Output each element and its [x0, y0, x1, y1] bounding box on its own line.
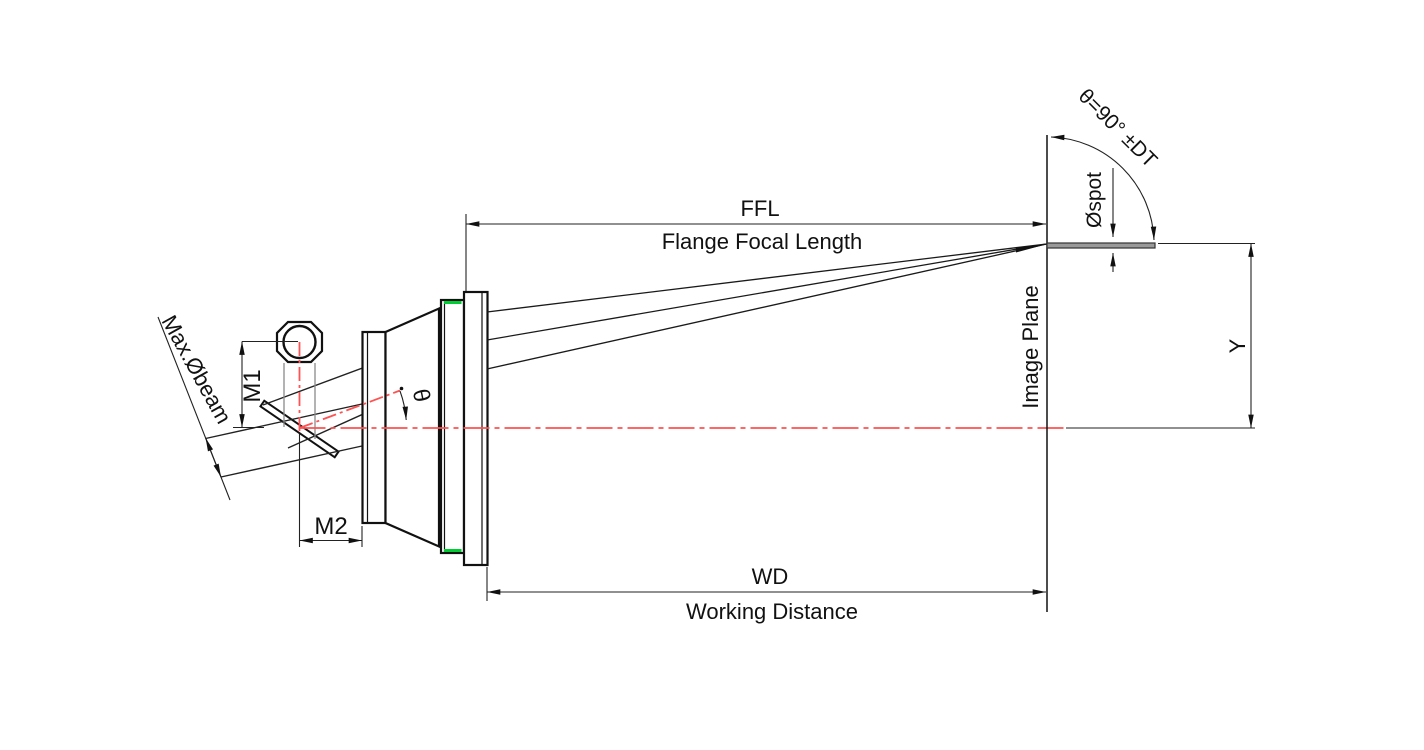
- wd-code-label: WD: [752, 564, 789, 589]
- ffl-name-label: Flange Focal Length: [662, 229, 863, 254]
- dimension-scan-angle: θ=90° ±DT: [1050, 85, 1162, 241]
- deflected-axis-centerline: [299, 389, 401, 429]
- scan-angle-label: θ=90° ±DT: [1074, 85, 1162, 173]
- m1-label: M1: [239, 369, 266, 402]
- dimension-ffl: FFL Flange Focal Length: [465, 196, 1046, 291]
- dimension-m2: M2: [298, 434, 363, 547]
- deflected-axis-endpoint: [399, 386, 404, 391]
- output-ray-bottom: [486, 243, 1047, 370]
- focus-convergence-wedge: [1016, 244, 1047, 253]
- m2-label: M2: [314, 513, 347, 540]
- dimension-theta: θ: [399, 386, 436, 421]
- dimension-spot: Øspot: [1083, 168, 1116, 272]
- image-plane-label: Image Plane: [1018, 285, 1043, 409]
- image-plane-group: Image Plane: [1018, 135, 1156, 612]
- optical-axis: [298, 342, 1064, 431]
- input-beam-edge-lower: [220, 445, 363, 478]
- beam-rays-output: [486, 243, 1047, 370]
- lens-cone-body: [384, 306, 441, 549]
- output-ray-middle: [486, 243, 1047, 341]
- max-beam-arrow-span: [205, 437, 222, 478]
- dimension-m1: M1: [233, 340, 298, 429]
- focal-surface: [1046, 242, 1156, 249]
- wd-name-label: Working Distance: [686, 599, 858, 624]
- spot-label: Øspot: [1083, 172, 1106, 228]
- y-label: Y: [1225, 338, 1250, 353]
- scan-angle-arc: [1050, 134, 1157, 241]
- dimension-wd: WD Working Distance: [486, 564, 1046, 624]
- output-ray-top: [486, 243, 1047, 313]
- dimension-y: Y: [1066, 242, 1255, 429]
- lens-assembly: [361, 290, 489, 567]
- max-beam-label: Max.Øbeam: [157, 311, 237, 428]
- theta-label: θ: [408, 386, 436, 404]
- ffl-code-label: FFL: [740, 196, 779, 221]
- dimension-max-beam: Max.Øbeam: [157, 311, 237, 501]
- theta-arc: [399, 390, 408, 421]
